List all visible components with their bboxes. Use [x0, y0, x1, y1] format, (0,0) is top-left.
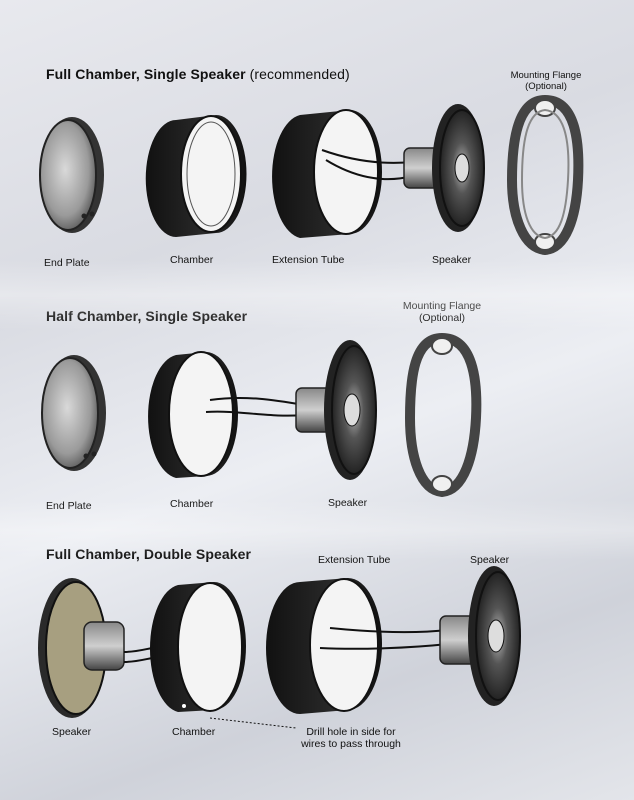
section3-label-speaker-right: Speaker — [470, 554, 510, 566]
section1-title: Full Chamber, Single Speaker (recommende… — [46, 66, 350, 82]
section2-label-speaker: Speaker — [328, 497, 368, 509]
section3-label-extension-tube: Extension Tube — [318, 554, 391, 566]
section1-label-speaker: Speaker — [432, 254, 472, 266]
section3-drill-line2: wires to pass through — [301, 738, 401, 750]
section2-label-chamber: Chamber — [170, 498, 214, 510]
section3-chamber — [149, 582, 246, 712]
section1-label-flange: Mounting Flange (Optional) — [500, 70, 592, 92]
section1-chamber — [145, 115, 247, 237]
section2-flange-line2: (Optional) — [418, 312, 466, 324]
section3-title: Full Chamber, Double Speaker — [46, 546, 252, 562]
section1-flange-line2: (Optional) — [525, 81, 567, 92]
section1-label-end-plate: End Plate — [44, 257, 90, 269]
drill-hole-leader-line — [209, 717, 297, 729]
section2-label-end-plate: End Plate — [46, 500, 92, 512]
section3-extension-tube — [266, 578, 449, 714]
section3-label-speaker-left: Speaker — [52, 726, 92, 738]
section1-title-note: (recommended) — [245, 66, 350, 82]
section1-end-plate — [39, 117, 104, 233]
section1-mounting-flange — [506, 94, 584, 256]
section1-speaker — [403, 104, 485, 232]
section3-label-drill-hole: Drill hole in side for wires to pass thr… — [296, 726, 406, 750]
section2-end-plate — [41, 355, 106, 471]
section1-extension-tube — [272, 109, 413, 238]
section2-flange-line1: Mounting Flange — [402, 300, 482, 312]
section2-speaker — [295, 340, 377, 480]
section2-title: Half Chamber, Single Speaker — [46, 308, 248, 324]
section2-mounting-flange — [404, 332, 482, 498]
section3-speaker-left — [38, 578, 153, 718]
section3-label-chamber: Chamber — [172, 726, 216, 738]
section3-drill-line1: Drill hole in side for — [306, 726, 396, 738]
section2-chamber — [148, 351, 305, 478]
section3-speaker-right — [439, 566, 521, 706]
section1-label-extension-tube: Extension Tube — [272, 254, 345, 266]
section1-flange-line1: Mounting Flange — [510, 70, 582, 81]
section2-label-flange: Mounting Flange (Optional) — [392, 300, 492, 324]
section1-title-bold: Full Chamber, Single Speaker — [46, 66, 246, 82]
section1-label-chamber: Chamber — [170, 254, 214, 266]
